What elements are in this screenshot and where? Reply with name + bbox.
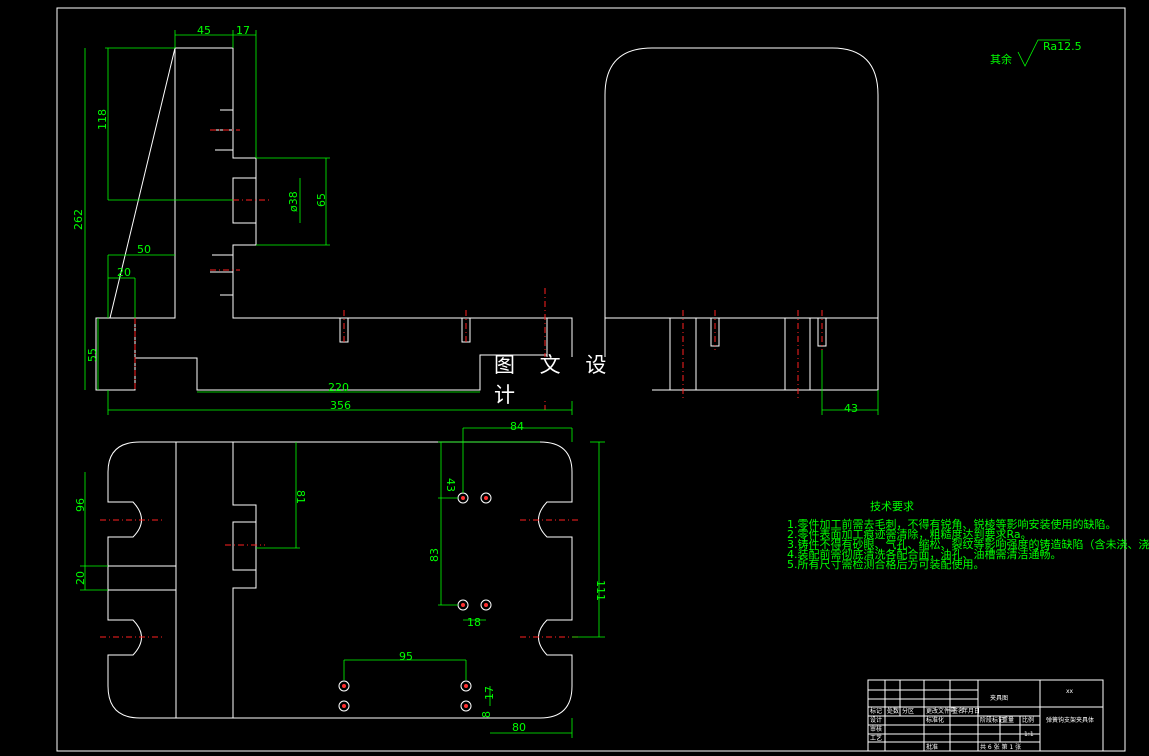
dim-81: 81 xyxy=(294,490,307,504)
tb-sheets: 共 6 张 第 1 张 xyxy=(980,743,1021,751)
dim-118: 118 xyxy=(96,109,109,130)
tb-row-sign: 签名 xyxy=(952,707,964,715)
note-2: 2.零件表面加工痕迹需清除，粗糙度达到要求Ra。 xyxy=(787,527,1032,541)
dim-43-top: 43 xyxy=(444,478,457,492)
tb-weight: 重量 xyxy=(1002,716,1014,724)
section-hatch xyxy=(134,47,548,391)
dim-8: 8 xyxy=(480,711,493,718)
dim-20-top: 20 xyxy=(74,571,87,585)
dim-43-side: 43 xyxy=(844,402,858,415)
roughness-symbol: 其余 Ra12.5 xyxy=(990,39,1082,67)
front-view: 45 17 118 262 ø38 65 50 20 55 220 356 xyxy=(72,24,573,415)
note-4: 4.装配前需彻底清洗各配合面，油孔、油槽需清洁通畅。 xyxy=(787,547,1062,561)
dim-d38: ø38 xyxy=(287,191,300,212)
tb-approve: 批准 xyxy=(926,743,938,751)
tb-row-change: 更改文件号 xyxy=(926,707,956,715)
dim-45: 45 xyxy=(197,24,211,37)
tb-std: 标准化 xyxy=(926,716,944,724)
dim-55: 55 xyxy=(86,348,99,362)
dim-96: 96 xyxy=(74,498,87,512)
tb-row-count: 处数 xyxy=(887,707,899,715)
tb-process: 工艺 xyxy=(870,734,882,742)
dim-17: 17 xyxy=(236,24,250,37)
notes-title: 技术要求 xyxy=(870,500,914,513)
dim-262: 262 xyxy=(72,209,85,230)
tb-scale-label: 比例 xyxy=(1022,716,1034,724)
watermark-label: 图 文 设 计 xyxy=(494,353,652,407)
note-1: 1.零件加工前需去毛刺，不得有锐角、锐棱等影响安装使用的缺陷。 xyxy=(787,517,1117,531)
tb-scale: 1:1 xyxy=(1024,731,1034,738)
tb-stage: 阶段标记 xyxy=(980,716,1004,724)
dim-17-top: 17 xyxy=(483,686,496,700)
dim-111: 111 xyxy=(594,580,607,601)
tb-row-zone: 分区 xyxy=(902,707,914,715)
dim-18: 18 xyxy=(467,616,481,629)
tb-check: 审核 xyxy=(870,725,882,733)
dim-80: 80 xyxy=(512,721,526,734)
dim-83: 83 xyxy=(428,548,441,562)
title-code: xx xyxy=(1066,688,1074,695)
note-3: 3.铸件不得有砂眼、气孔、缩松、裂纹等影响强度的铸造缺陷（含未浇、浇不足等）。 xyxy=(787,537,1149,551)
dim-84: 84 xyxy=(510,420,524,433)
tb-row-date: 年月日 xyxy=(962,707,980,715)
title-part-name: 弹簧钩支架夹具体 xyxy=(1046,716,1094,724)
title-block: 夹具图 xx 弹簧钩支架夹具体 标记 处数 分区 更改文件号 签名 年月日 设计… xyxy=(868,680,1103,751)
dim-220: 220 xyxy=(328,381,349,394)
roughness-prefix: 其余 xyxy=(990,52,1012,66)
technical-notes: 技术要求 1.零件加工前需去毛刺，不得有锐角、锐棱等影响安装使用的缺陷。 2.零… xyxy=(787,500,1149,571)
dim-95: 95 xyxy=(399,650,413,663)
dim-65: 65 xyxy=(315,193,328,207)
dim-50: 50 xyxy=(137,243,151,256)
tb-design: 设计 xyxy=(870,716,882,724)
dim-20: 20 xyxy=(117,266,131,279)
note-5: 5.所有尺寸需检测合格后方可装配使用。 xyxy=(787,557,985,571)
title-drawing-name: 夹具图 xyxy=(990,694,1008,702)
tb-row-mark: 标记 xyxy=(870,707,882,715)
outer-frame xyxy=(56,7,1126,752)
side-view: 43 xyxy=(604,47,879,415)
dim-356: 356 xyxy=(330,399,351,412)
roughness-value: Ra12.5 xyxy=(1043,40,1082,53)
top-view: 84 43 96 81 20 83 18 95 17 8 80 111 xyxy=(74,420,607,738)
